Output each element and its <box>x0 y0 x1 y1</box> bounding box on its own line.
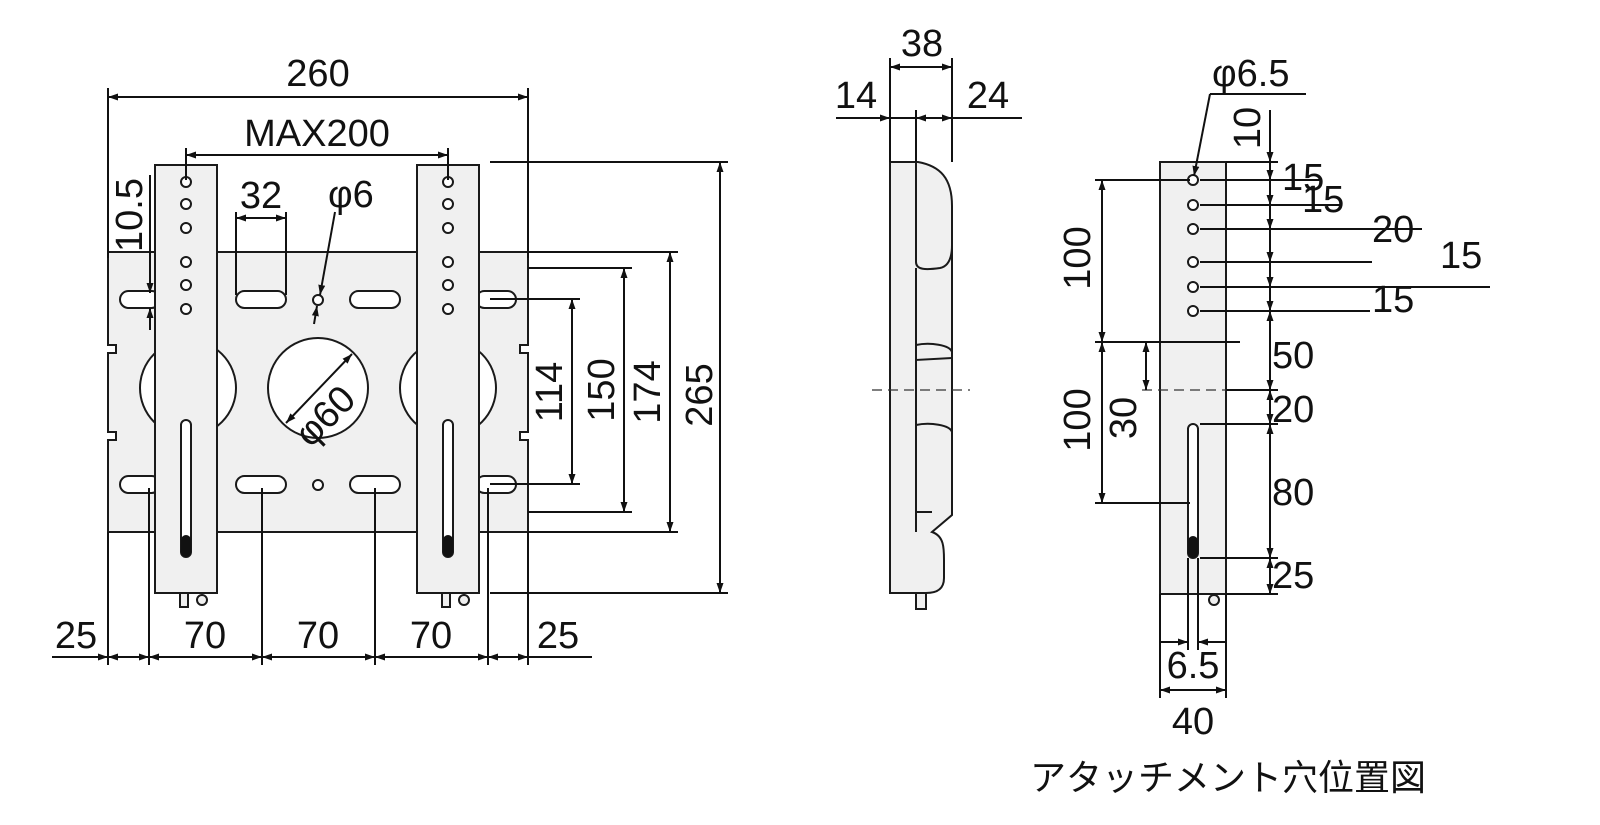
arm-knob <box>196 594 208 606</box>
dim-span-lower: 100 <box>1057 388 1099 451</box>
dim-pitch-4: 15 <box>1440 235 1482 277</box>
attachment-holes <box>1187 174 1199 317</box>
dim-pitch-5: 15 <box>1372 279 1414 321</box>
plate-slot <box>349 290 401 309</box>
dim-bottom-left: 25 <box>55 615 97 657</box>
dim-slot-width: 32 <box>240 175 282 217</box>
dim-pitch-3: 20 <box>1372 209 1414 251</box>
dim-bottom-right: 25 <box>537 615 579 657</box>
arm-slot-end <box>443 535 453 557</box>
dim-plate-depth: 24 <box>967 75 1009 117</box>
dim-bottom-25: 25 <box>1272 555 1314 597</box>
dim-height-174: 174 <box>627 360 669 423</box>
dim-max-pitch: MAX200 <box>244 113 390 155</box>
dim-overall-height: 265 <box>679 363 721 426</box>
attachment-knob <box>1208 594 1220 606</box>
dim-width: 40 <box>1172 701 1214 743</box>
arm-knob <box>458 594 470 606</box>
dim-pitch-1: 15 <box>1282 157 1324 199</box>
dim-top-offset: 10.5 <box>109 178 151 252</box>
dim-bottom-3: 70 <box>410 615 452 657</box>
dim-arm-depth: 14 <box>835 75 877 117</box>
front-view: 260 MAX200 32 φ6 10.5 φ60 114 150 174 <box>52 53 728 665</box>
dim-top: 10 <box>1227 107 1269 149</box>
dim-slot-width: 6.5 <box>1167 645 1220 687</box>
arm-tab <box>179 592 189 608</box>
dim-slot-pitch: 114 <box>529 362 571 423</box>
center-hole <box>312 294 324 306</box>
arm-holes <box>180 176 192 315</box>
attachment-view: φ6.5 10 15 15 20 15 15 50 20 80 25 <box>1030 53 1490 799</box>
dim-gap-50: 50 <box>1272 335 1314 377</box>
side-view: 38 14 24 <box>835 23 1022 610</box>
attachment-slot-end <box>1188 536 1198 558</box>
dim-pitch-2: 15 <box>1302 179 1344 221</box>
dim-offset-30: 30 <box>1103 397 1145 439</box>
dim-center-hole: φ6 <box>328 174 374 216</box>
side-tab <box>915 592 927 610</box>
dim-slot-80: 80 <box>1272 472 1314 514</box>
dim-height-150: 150 <box>581 358 623 421</box>
side-profile <box>889 161 953 594</box>
dim-overall-width: 260 <box>286 53 349 95</box>
arm-holes <box>442 176 454 315</box>
arm-tab <box>441 592 451 608</box>
center-hole-lower <box>312 479 324 491</box>
dim-span-upper: 100 <box>1057 226 1099 289</box>
dim-gap-20: 20 <box>1272 389 1314 431</box>
dim-total-depth: 38 <box>901 23 943 65</box>
dim-hole-dia: φ6.5 <box>1212 53 1289 95</box>
dim-bottom-1: 70 <box>184 615 226 657</box>
arm-slot-end <box>181 535 191 557</box>
dim-bottom-2: 70 <box>297 615 339 657</box>
attachment-caption: アタッチメント穴位置図 <box>1030 758 1426 799</box>
plate-slot <box>235 290 287 309</box>
